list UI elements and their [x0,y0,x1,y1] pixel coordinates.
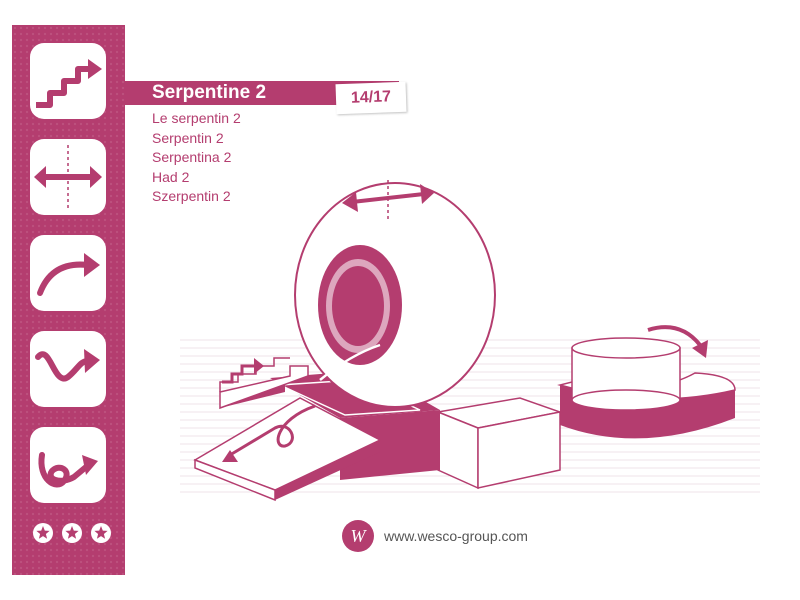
curve-tile [30,235,106,311]
curve-arrow-icon [37,253,100,296]
width-arrow-icon [34,145,102,209]
page-number: 14/17 [350,88,392,107]
difficulty-stars [33,523,111,543]
translation-item: Serpentina 2 [152,149,232,165]
cylinder-block [571,337,681,411]
star-icon [91,523,111,543]
translation-item: Le serpentin 2 [152,110,241,126]
width-arrow [342,180,434,220]
wheel-block [294,182,496,408]
star-icon [62,523,82,543]
translation-item: Had 2 [152,168,190,185]
rotate-arrow [647,325,702,347]
stairs-arrowhead [254,358,264,374]
translation-item: Szerpentin 2 [152,188,231,204]
title-translations: Le serpentin 2 Serpentin 2 Serpentina 2 … [152,109,241,207]
wave-tile [30,331,106,407]
wesco-logo-icon: W [342,520,374,552]
foam-blocks-illustration [180,180,760,502]
rotate-arrowhead [692,340,708,358]
stairs-arrow [222,364,256,384]
footer: W www.wesco-group.com [340,518,528,554]
wave-arrow-icon [35,349,100,382]
page-number-badge: 14/17 [335,81,407,115]
stairs-tile [30,43,106,119]
star-icon [33,523,53,543]
ramp-block [193,397,382,502]
cube-block [435,397,563,490]
footer-url[interactable]: www.wesco-group.com [384,528,528,544]
svg-text:W: W [351,526,368,546]
loop-tile [30,427,106,503]
stairs-arrow-icon [36,59,102,108]
loop-arrow-icon [38,452,98,488]
translation-item: Serpentin 2 [152,129,224,146]
page-title: Serpentine 2 [152,82,267,103]
width-tile [30,139,106,215]
sidebar [12,25,125,575]
